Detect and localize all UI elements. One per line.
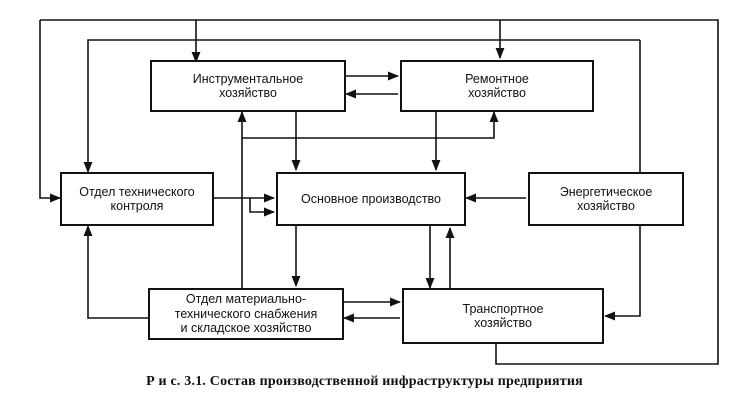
supply-department-box: Отдел материально- технического снабжени…	[148, 288, 344, 340]
repair-economy-box: Ремонтное хозяйство	[400, 60, 594, 112]
repair-economy-label-2: хозяйство	[468, 86, 526, 100]
repair-economy-label-1: Ремонтное	[465, 71, 529, 86]
main-production-label: Основное производство	[300, 191, 442, 206]
quality-control-box: Отдел технического контроля	[60, 172, 214, 226]
quality-branch-main	[249, 198, 276, 217]
figure-caption: Р и с. 3.1. Состав производственной инфр…	[146, 374, 583, 389]
energy-to-transport	[603, 40, 641, 321]
loop-left-quality	[83, 39, 640, 174]
supply-to-repair	[242, 110, 499, 139]
transport-economy-label-1: Транспортное	[462, 301, 544, 316]
energy-economy-box: Энергетическое хозяйство	[528, 172, 684, 226]
energy-economy-label-1: Энергетическое	[559, 184, 653, 199]
loop-top-to-quality-side	[39, 20, 62, 203]
quality-control-label-2: контроля	[110, 199, 164, 213]
supply-department-label-3: и складское хозяйство	[180, 321, 312, 336]
main-production-box: Основное производство	[276, 172, 466, 226]
supply-department-label-2: технического снабжения	[174, 306, 318, 321]
tool-economy-box: Инструментальное хозяйство	[150, 60, 346, 112]
supply-to-quality	[83, 224, 150, 319]
loop-transport-top	[191, 19, 719, 365]
transport-economy-label-2: хозяйство	[474, 316, 532, 330]
energy-economy-label-2: хозяйство	[577, 199, 635, 213]
quality-control-label-1: Отдел технического	[79, 184, 195, 199]
tool-economy-label-2: хозяйство	[219, 86, 277, 100]
tool-economy-label-1: Инструментальное	[192, 71, 304, 86]
transport-economy-box: Транспортное хозяйство	[402, 288, 604, 344]
supply-department-label-1: Отдел материально-	[185, 292, 307, 307]
